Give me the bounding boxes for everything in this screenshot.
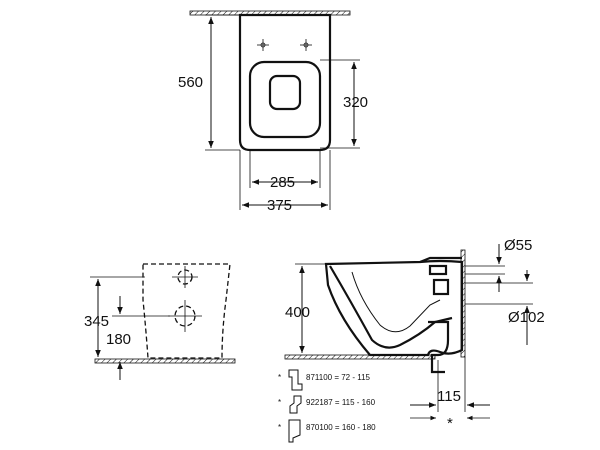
front-upper-fixing (172, 266, 198, 288)
svg-text:870100 = 160 - 180: 870100 = 160 - 180 (306, 423, 376, 432)
dim-diameter-102: Ø102 (508, 309, 545, 326)
dim-345: 345 (84, 313, 109, 330)
front-floor (94, 358, 236, 364)
dim-115: 115 (437, 388, 461, 405)
dim-asterisk: * (447, 415, 453, 432)
side-bowl-outline (324, 259, 464, 357)
dim-375: 375 (267, 197, 292, 214)
fitting-legend: * 871100 = 72 - 115 * 922187 = 115 - 160… (278, 369, 376, 443)
side-view: 400 Ø55 Ø102 115 * (284, 237, 545, 432)
bend-fitting-icon (288, 369, 303, 391)
side-outlet-pipe (428, 320, 450, 374)
dim-285: 285 (270, 174, 295, 191)
svg-text:922187 = 115 - 160: 922187 = 115 - 160 (306, 398, 376, 407)
top-bowl-outline (238, 13, 332, 152)
side-bowl-inner (329, 265, 453, 349)
fitting-item: * 871100 = 72 - 115 (278, 369, 371, 391)
front-bowl-outline (142, 263, 231, 359)
dim-320: 320 (343, 94, 368, 111)
offset-fitting-icon (289, 395, 302, 414)
dim-180: 180 (106, 331, 131, 348)
fixing-hole-right (300, 39, 312, 51)
fitting-item: * 870100 = 160 - 180 (278, 419, 376, 443)
svg-text:*: * (278, 373, 281, 382)
svg-text:*: * (278, 423, 281, 432)
side-flush-inlet (428, 264, 448, 276)
front-outlet (168, 300, 202, 332)
fitting-item: * 922187 = 115 - 160 (278, 395, 376, 414)
top-bowl-inner (268, 74, 302, 111)
extension-fitting-icon (288, 419, 301, 443)
side-floor (284, 354, 436, 360)
dim-diameter-55: Ø55 (504, 237, 532, 254)
top-seat-opening (248, 60, 322, 139)
top-view: 560 320 285 375 (178, 10, 368, 214)
dim-560: 560 (178, 74, 203, 91)
svg-text:*: * (278, 398, 281, 407)
fixing-hole-left (257, 39, 269, 51)
dim-400: 400 (285, 304, 310, 321)
svg-text:871100 = 72 - 115: 871100 = 72 - 115 (306, 373, 371, 382)
front-view: 345 180 (84, 263, 236, 380)
